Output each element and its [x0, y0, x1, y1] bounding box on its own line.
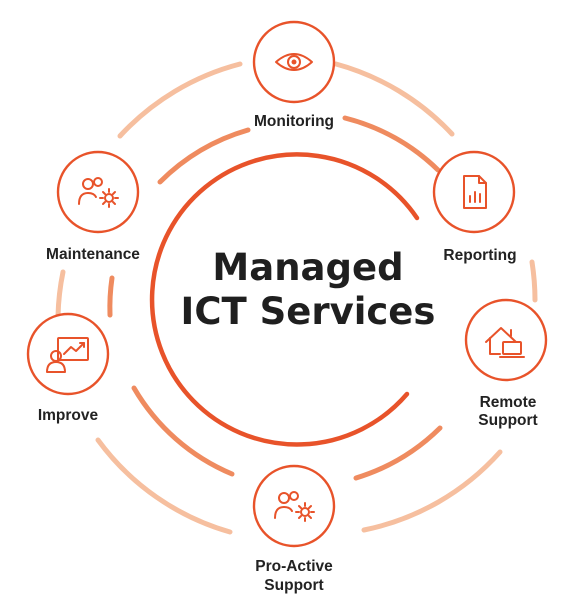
- team-gear-icon: [78, 177, 119, 208]
- node-remote-support[interactable]: Remote Support: [464, 298, 548, 429]
- node-monitoring[interactable]: Monitoring: [252, 20, 336, 130]
- home-laptop-icon: [485, 327, 525, 358]
- pro-active-support-circle: [252, 464, 336, 548]
- node-improve[interactable]: Improve: [26, 312, 110, 424]
- remote-support-label-line-1: Remote: [480, 394, 537, 411]
- maintenance-label: Maintenance: [46, 246, 140, 263]
- inner-circle: [149, 152, 420, 447]
- middle-ring-arc-2: [342, 115, 441, 173]
- middle-ring-arc-3: [353, 425, 443, 481]
- pro-active-support-label-line-1: Pro-Active: [255, 558, 333, 575]
- node-reporting[interactable]: Reporting: [432, 150, 517, 264]
- remote-support-circle: [464, 298, 548, 382]
- title-line-1: Managed: [212, 246, 403, 289]
- presentation-growth-icon: [46, 337, 89, 373]
- node-maintenance[interactable]: Maintenance: [46, 150, 140, 263]
- improve-label: Improve: [38, 407, 99, 424]
- outer-ring-arc-1: [117, 61, 243, 139]
- monitoring-label: Monitoring: [254, 113, 334, 130]
- pro-active-support-label-line-2: Support: [264, 577, 323, 594]
- outer-ring-arc-2: [333, 61, 455, 137]
- outer-ring-arc-5: [95, 437, 233, 535]
- outer-ring-arc-4: [361, 449, 503, 533]
- improve-circle: [26, 312, 110, 396]
- reporting-label: Reporting: [443, 247, 516, 264]
- maintenance-circle: [56, 150, 140, 234]
- report-document-icon: [463, 175, 487, 209]
- middle-ring-arc-1: [157, 127, 251, 185]
- team-gear-icon: [274, 491, 315, 522]
- outer-ring-arc-6: [55, 269, 66, 319]
- middle-ring: [107, 115, 443, 481]
- middle-ring-arc-5: [107, 275, 115, 318]
- outer-ring-arc-3: [529, 259, 538, 303]
- title-line-2: ICT Services: [181, 290, 436, 333]
- node-pro-active-support[interactable]: Pro-Active Support: [252, 464, 336, 594]
- middle-ring-arc-4: [131, 385, 235, 477]
- eye-icon: [275, 53, 313, 71]
- remote-support-label-line-2: Support: [478, 412, 537, 429]
